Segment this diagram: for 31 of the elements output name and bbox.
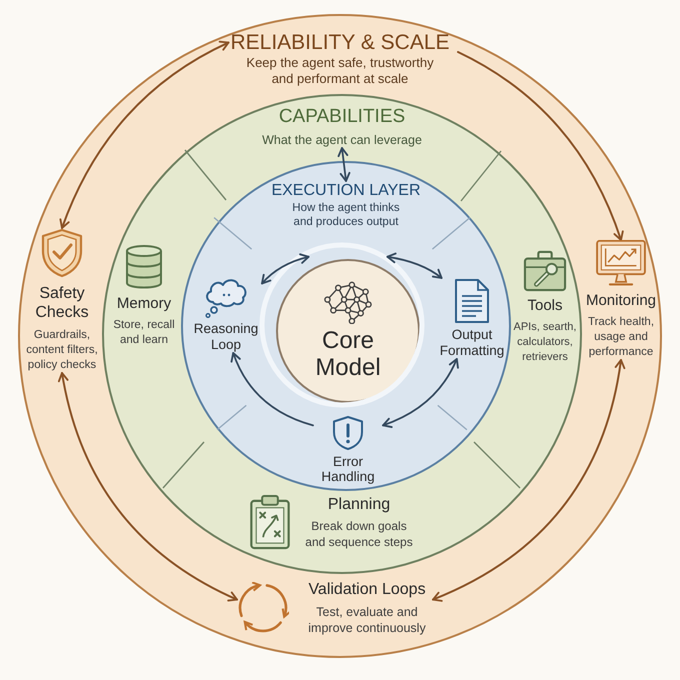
ring-subtitle: How the agent thinks and produces output — [291, 201, 401, 229]
node-title: Reasoning Loop — [192, 321, 260, 353]
node-title: Planning — [328, 494, 390, 514]
node-title: Memory — [116, 295, 172, 313]
node-title: Tools — [527, 297, 563, 315]
node-title: Safety Checks — [34, 284, 90, 322]
node-title: Monitoring — [586, 292, 656, 310]
node-description: Guardrails, content filters, policy checks — [25, 328, 99, 373]
node-description: Break down goals and sequence steps — [304, 518, 414, 550]
node-title: Error Handling — [320, 454, 376, 484]
node-description: APIs, searth, calculators, retrievers — [512, 320, 578, 365]
double-arrow — [432, 359, 625, 602]
arrow — [230, 352, 314, 426]
node-title: Output Formatting — [438, 327, 506, 359]
double-arrow — [382, 358, 459, 428]
double-arrow — [338, 147, 350, 182]
double-arrow — [386, 252, 443, 279]
double-arrow — [58, 372, 238, 602]
node-description: Test, evaluate and improve continuously — [307, 604, 427, 636]
ring-title: CAPABILITIES — [278, 105, 406, 128]
double-arrow — [60, 41, 230, 229]
ring-subtitle: What the agent can leverage — [262, 132, 422, 148]
node-description: Store, recall and learn — [112, 318, 176, 348]
ring-title: RELIABILITY & SCALE — [230, 30, 450, 55]
node-title: Validation Loops — [308, 580, 426, 600]
node-description: Track health, usage and performance — [586, 315, 656, 360]
core-label: Core Model — [314, 327, 382, 381]
double-arrow — [261, 254, 310, 284]
arrow — [457, 51, 624, 241]
ring-title: EXECUTION LAYER — [271, 181, 421, 201]
ring-subtitle: Keep the agent safe, trustworthy and performant at scale — [245, 55, 435, 87]
